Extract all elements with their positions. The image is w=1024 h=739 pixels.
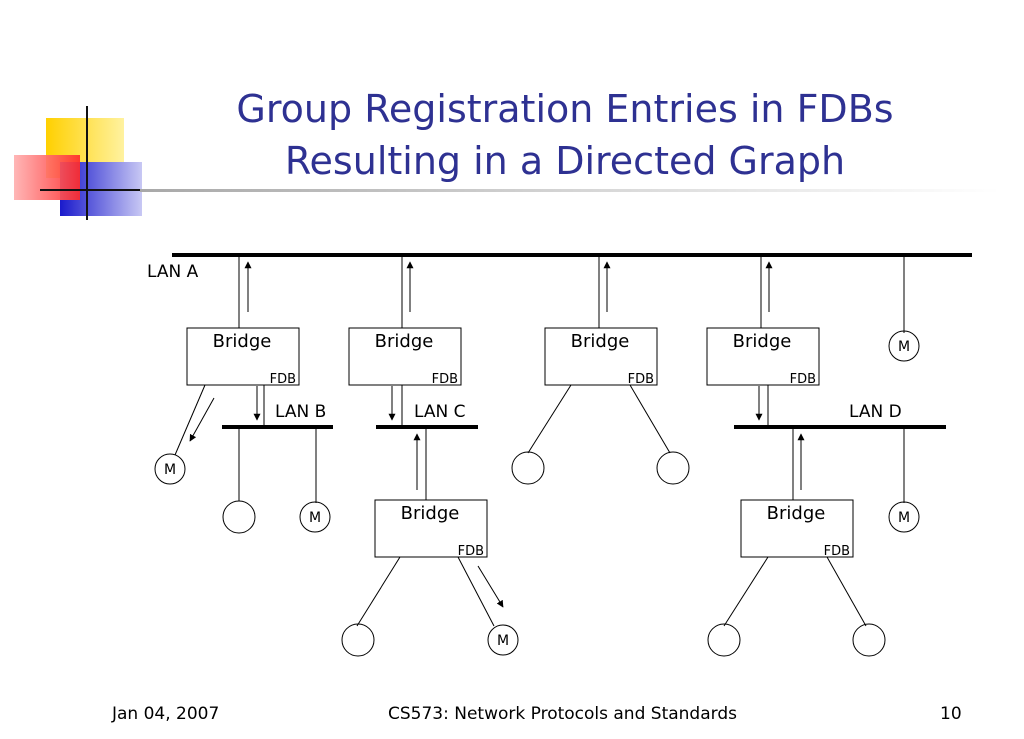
bridge-5-fdb: FDB xyxy=(458,544,484,559)
member-lan-d-label: M xyxy=(898,510,910,526)
slide-logo xyxy=(14,106,150,220)
title-underline xyxy=(140,189,1000,192)
bridge-2-label: Bridge xyxy=(375,331,434,352)
bridge-4-label: Bridge xyxy=(733,331,792,352)
bridge-2-fdb: FDB xyxy=(432,372,458,387)
member-lan-b xyxy=(299,501,331,533)
member-bridge-5-label: M xyxy=(497,633,509,649)
footer-date: Jan 04, 2007 xyxy=(112,704,220,724)
member-lan-a xyxy=(888,330,920,362)
host-bridge-3-right xyxy=(656,451,690,485)
bridge-2-box xyxy=(348,327,462,386)
host-lan-b xyxy=(222,500,256,534)
bridge-5-box xyxy=(374,499,488,558)
slide-title-line-2: Resulting in a Directed Graph xyxy=(284,139,846,183)
bridge-6-box xyxy=(740,499,854,558)
lan-b-label: LAN B xyxy=(275,402,326,422)
bridge-4-box xyxy=(706,327,820,386)
bridge-1-link-member xyxy=(174,384,206,456)
bridge-1-arrow-member xyxy=(189,397,215,442)
lan-c-label: LAN C xyxy=(414,402,465,422)
bridge-3-label: Bridge xyxy=(571,331,630,352)
logo-red-block xyxy=(14,155,80,200)
host-bridge-3-left xyxy=(511,451,545,485)
member-bridge-5 xyxy=(487,624,519,656)
bridge-5-arrow-member xyxy=(477,565,504,608)
member-bridge-1-label: M xyxy=(164,462,176,478)
slide-title-line-1: Group Registration Entries in FDBs xyxy=(236,87,894,131)
member-lan-d xyxy=(888,501,920,533)
bridge-5-link-host xyxy=(356,556,401,627)
bridge-5-label: Bridge xyxy=(401,503,460,524)
bridge-6-link-host-1 xyxy=(723,556,769,627)
bridge-6-link-host-2 xyxy=(826,556,867,627)
bridge-3-box xyxy=(544,327,658,386)
lan-d-label: LAN D xyxy=(849,402,902,422)
member-lan-b-label: M xyxy=(309,510,321,526)
host-bridge-6-right xyxy=(852,623,886,657)
bridge-1-box xyxy=(186,327,300,386)
bridge-1-label: Bridge xyxy=(213,331,272,352)
host-bridge-6-left xyxy=(707,623,741,657)
bridge-4-fdb: FDB xyxy=(790,372,816,387)
bridge-3-link-host-2 xyxy=(629,384,671,454)
member-bridge-1 xyxy=(154,453,186,485)
footer-course-title: CS573: Network Protocols and Standards xyxy=(388,704,737,724)
footer-page-number: 10 xyxy=(940,704,962,724)
bridge-3-link-host-1 xyxy=(527,384,572,454)
member-lan-a-label: M xyxy=(898,339,910,355)
bridge-5-link-member xyxy=(457,556,495,627)
bridge-6-fdb: FDB xyxy=(824,544,850,559)
host-bridge-5 xyxy=(341,623,375,657)
lan-a-label: LAN A xyxy=(147,262,199,282)
bridge-1-fdb: FDB xyxy=(270,372,296,387)
bridge-6-label: Bridge xyxy=(767,503,826,524)
bridge-3-fdb: FDB xyxy=(628,372,654,387)
